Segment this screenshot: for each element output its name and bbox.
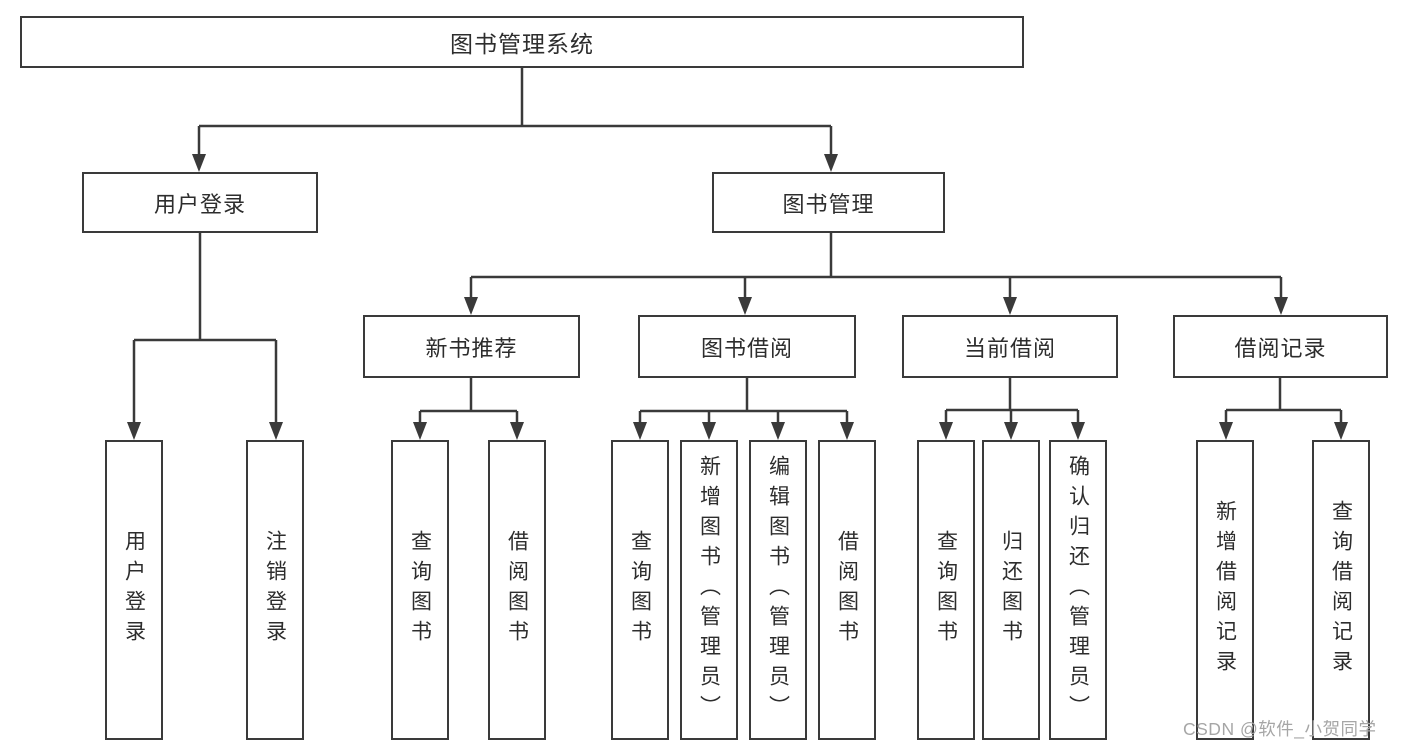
node-book-management: 图书管理 [712,172,945,233]
leaf-edit-book-admin: 编辑图书（管理员） [749,440,807,740]
node-label: 归还图书 [999,530,1023,650]
node-new-book-recommend: 新书推荐 [363,315,580,378]
node-label: 新增图书（管理员） [697,455,721,725]
leaf-confirm-return-admin: 确认归还（管理员） [1049,440,1107,740]
leaf-add-borrow-record: 新增借阅记录 [1196,440,1254,740]
node-label: 借阅图书 [505,530,529,650]
node-label: 查询图书 [628,530,652,650]
node-label: 当前借阅 [963,335,1056,361]
leaf-query-books-borrow: 查询图书 [611,440,669,740]
leaf-logout: 注销登录 [246,440,304,740]
node-label: 用户登录 [153,191,246,217]
node-label: 查询图书 [934,530,958,650]
node-label: 查询图书 [408,530,432,650]
leaf-query-books-current: 查询图书 [917,440,975,740]
node-library-management-system: 图书管理系统 [20,16,1024,68]
node-label: 图书管理系统 [450,31,594,57]
node-label: 查询借阅记录 [1329,500,1353,680]
node-label: 新书推荐 [425,335,518,361]
node-label: 借阅记录 [1234,335,1327,361]
leaf-add-book-admin: 新增图书（管理员） [680,440,738,740]
node-label: 注销登录 [263,530,287,650]
node-borrow-records: 借阅记录 [1173,315,1388,378]
leaf-borrow-books-borrow: 借阅图书 [818,440,876,740]
leaf-query-books-recommend: 查询图书 [391,440,449,740]
leaf-borrow-books-recommend: 借阅图书 [488,440,546,740]
leaf-return-book: 归还图书 [982,440,1040,740]
node-book-borrow: 图书借阅 [638,315,856,378]
node-current-borrow: 当前借阅 [902,315,1118,378]
node-user-login: 用户登录 [82,172,318,233]
node-label: 用户登录 [122,530,146,650]
node-label: 编辑图书（管理员） [766,455,790,725]
node-label: 图书管理 [782,191,875,217]
leaf-user-login: 用户登录 [105,440,163,740]
watermark-text: CSDN @软件_小贺同学 [1183,719,1377,739]
node-label: 借阅图书 [835,530,859,650]
leaf-query-borrow-record: 查询借阅记录 [1312,440,1370,740]
node-label: 新增借阅记录 [1213,500,1237,680]
node-label: 确认归还（管理员） [1066,455,1090,725]
node-label: 图书借阅 [700,335,793,361]
